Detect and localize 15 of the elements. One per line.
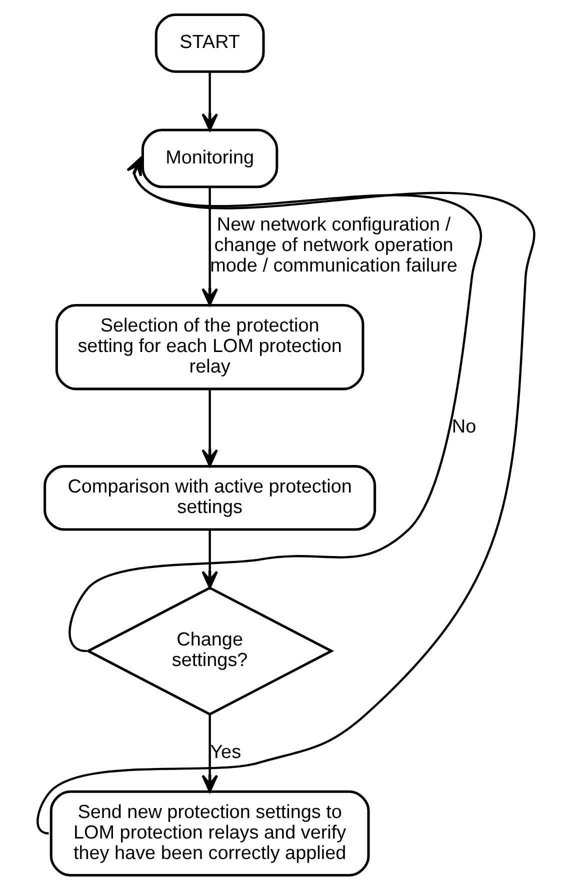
node-box: Monitoring [141, 128, 278, 188]
arrow [69, 157, 482, 652]
node-diamond: Change settings? [86, 586, 334, 716]
arrow [202, 530, 218, 589]
arrow [202, 186, 218, 306]
node-box: Selection of the protection setting for each LOM protection relay [55, 304, 364, 390]
edge-label: New network configuration / change of network operation mode / communication failure [210, 214, 458, 276]
arrow [202, 72, 218, 132]
node-box: START [154, 13, 265, 73]
edge-label: No [452, 416, 476, 438]
arrow [37, 157, 535, 834]
node-box: Send new protection settings to LOM protection relays and verify they have been correctly applied [50, 790, 370, 877]
arrow [202, 714, 218, 793]
node-box: Comparison with active protection settings [44, 465, 376, 531]
arrow [202, 389, 218, 467]
